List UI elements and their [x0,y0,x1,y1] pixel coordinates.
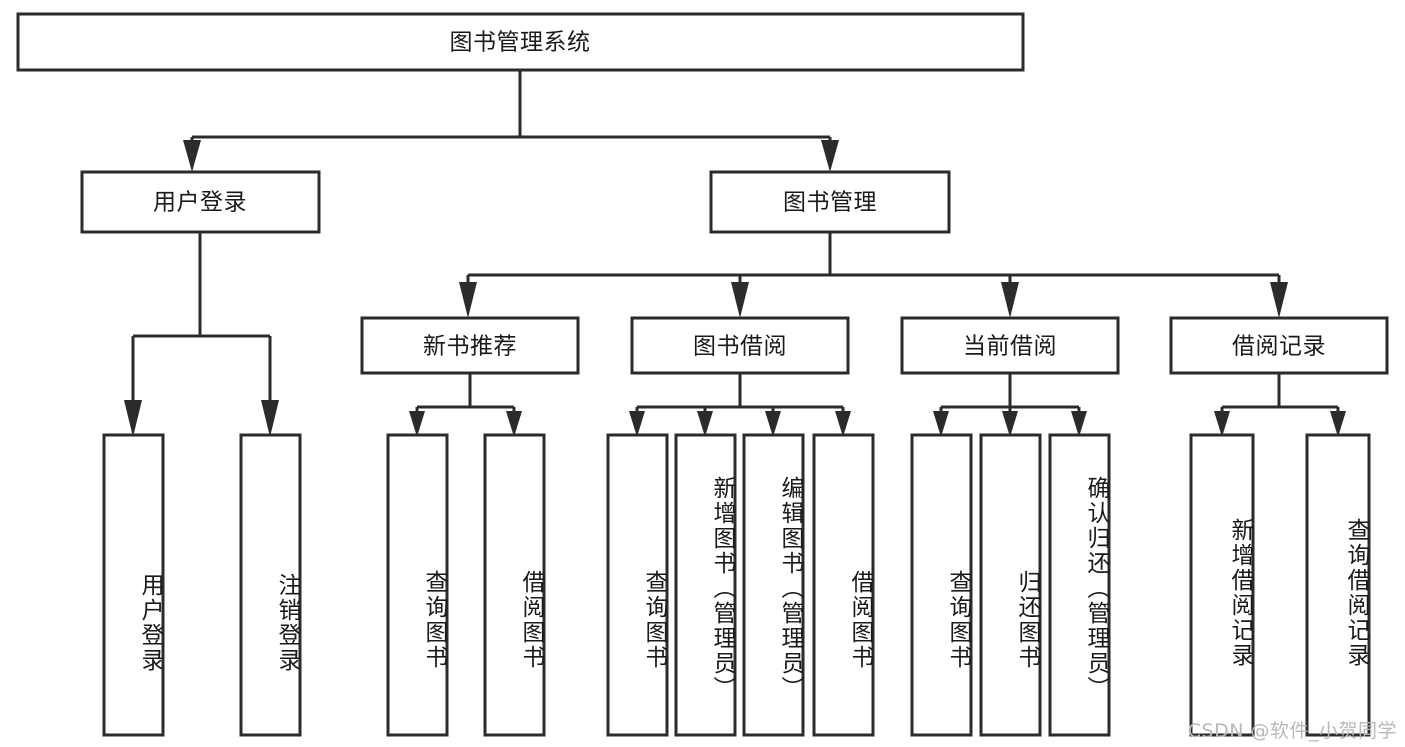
node-book-borrow[interactable]: 图书借阅 [630,316,850,375]
arrow-to-leaf-return-book [1002,411,1018,437]
arrow-to-leaf-query-book-1 [409,411,425,437]
edges-root-to-level2 [183,70,839,172]
node-borrow-record-label: 借阅记录 [1232,334,1326,360]
leaf-box-query-record[interactable] [1305,433,1371,737]
node-current-borrow-label: 当前借阅 [963,334,1057,360]
node-user-login-label: 用户登录 [153,190,247,216]
arrow-to-book-manage [821,140,839,172]
arrow-to-leaf-query-book-2 [629,411,645,437]
arrow-to-leaf-query-book-3 [933,411,949,437]
edges-book-borrow-to-leaves [629,373,851,437]
node-new-book-recommend-box[interactable] [360,316,580,375]
edges-borrow-record-to-leaves [1214,373,1346,437]
arrow-to-leaf-edit-book [765,411,781,437]
arrow-to-user-login [183,140,201,172]
arrow-to-leaf-logout [261,400,279,437]
leaf-box-user-login[interactable] [102,433,165,737]
node-root[interactable]: 图书管理系统 [16,12,1025,72]
edges-current-borrow-to-leaves [933,373,1087,437]
leaf-box-borrow-book-1[interactable] [483,433,546,737]
node-current-borrow-box[interactable] [900,316,1120,375]
node-book-borrow-label: 图书借阅 [693,334,787,360]
leaf-box-add-book[interactable] [674,433,737,737]
node-borrow-record-box[interactable] [1169,316,1389,375]
leaf-box-return-book[interactable] [979,433,1042,737]
leaf-box-logout[interactable] [239,433,302,737]
arrow-to-leaf-borrow-book-2 [835,411,851,437]
leaf-box-query-book-1[interactable] [386,433,449,737]
leaf-box-edit-book[interactable] [742,433,805,737]
edges-new-book-recommend-to-leaves [409,373,522,437]
arrow-to-leaf-add-book [697,411,713,437]
node-root-box[interactable] [16,12,1025,72]
csdn-watermark: CSDN @软件_小贺同学 [1187,720,1397,742]
leaf-box-borrow-book-2[interactable] [812,433,875,737]
arrow-to-leaf-user-login [124,400,142,437]
leaf-box-query-book-3[interactable] [910,433,973,737]
arrow-to-leaf-query-record [1330,411,1346,437]
leaf-box-confirm-return[interactable] [1048,433,1111,737]
node-user-login[interactable]: 用户登录 [80,170,321,234]
arrow-to-borrow-record [1270,282,1288,318]
node-book-borrow-box[interactable] [630,316,850,375]
edges-user-login-to-leaves [124,232,279,437]
node-new-book-recommend-label: 新书推荐 [423,334,517,360]
edges-book-manage-to-level3 [459,232,1288,318]
arrow-to-new-book-recommend [459,282,477,318]
node-book-manage[interactable]: 图书管理 [709,170,951,234]
node-book-manage-label: 图书管理 [783,190,877,216]
node-book-manage-box[interactable] [709,170,951,234]
arrow-to-book-borrow [731,282,749,318]
node-borrow-record[interactable]: 借阅记录 [1169,316,1389,375]
leaf-box-add-record[interactable] [1189,433,1255,737]
node-root-label: 图书管理系统 [450,30,591,56]
arrow-to-leaf-borrow-book-1 [506,411,522,437]
arrow-to-leaf-add-record [1214,411,1230,437]
arrow-to-leaf-confirm-return [1071,411,1087,437]
node-new-book-recommend[interactable]: 新书推荐 [360,316,580,375]
arrow-to-current-borrow [1001,282,1019,318]
leaf-box-query-book-2[interactable] [606,433,669,737]
node-current-borrow[interactable]: 当前借阅 [900,316,1120,375]
